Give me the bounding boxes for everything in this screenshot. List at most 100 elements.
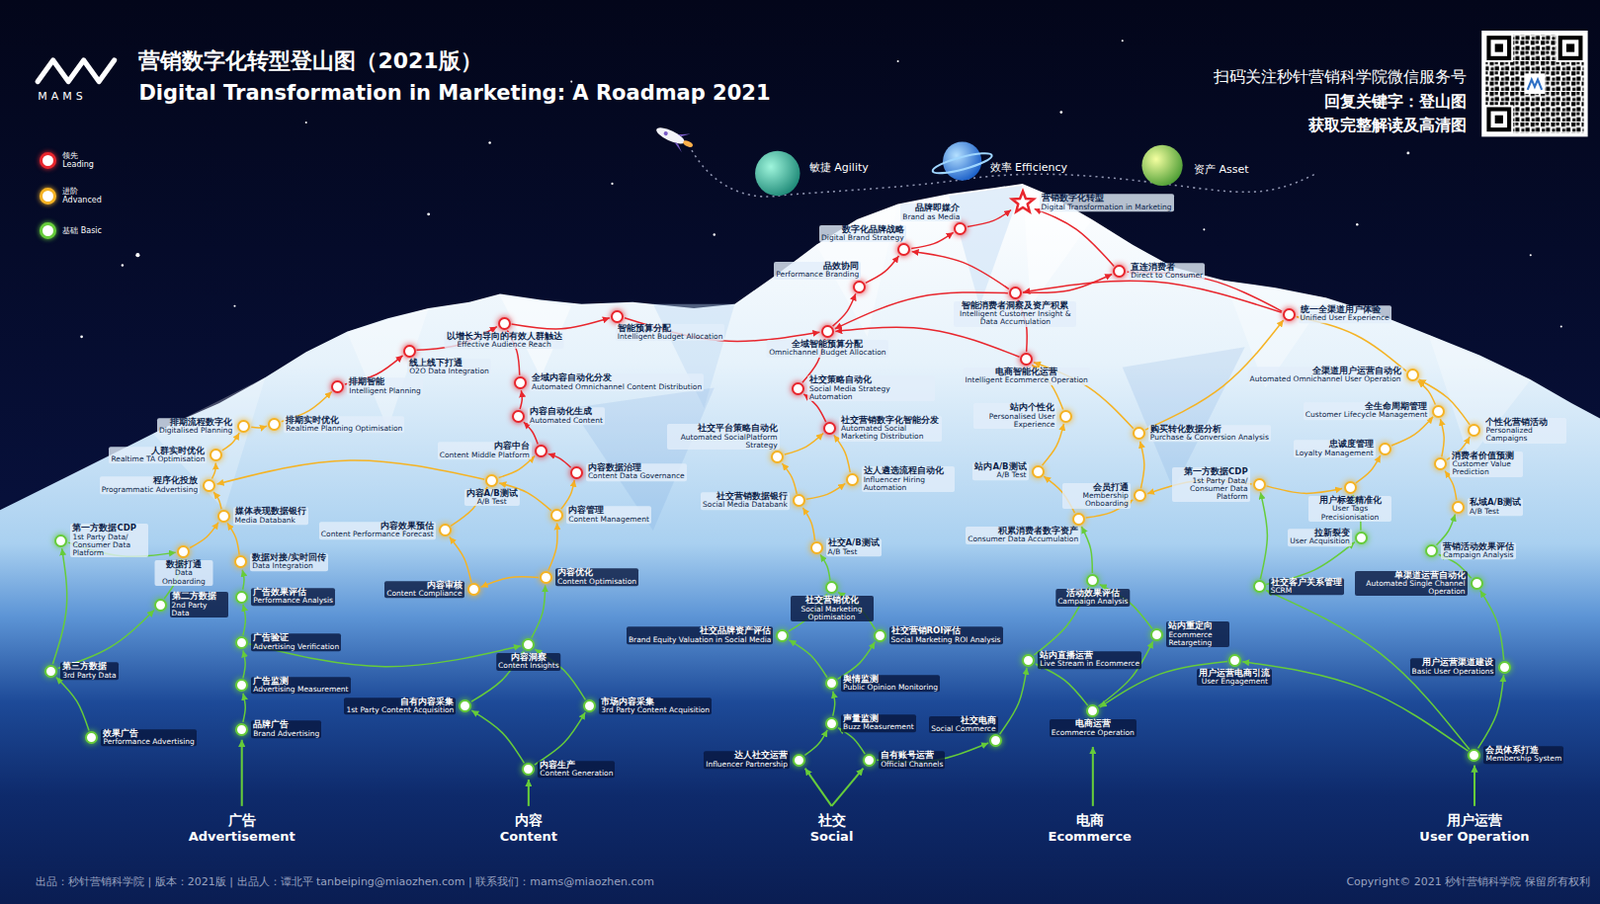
stage-name: 广告效果评估 [252, 588, 334, 597]
node-label: 活动效果评估Campaign Analysis [1055, 589, 1130, 607]
stage-name-en: Intelligent Customer Insight & Data Accu… [955, 310, 1075, 328]
logo-text: MAMS [37, 89, 87, 103]
goal-star: 营销数字化转型Digital Transformation in Marketi… [1010, 190, 1035, 215]
star-dot [233, 305, 236, 308]
stage-circle: 内容洞察Content Insights [521, 638, 535, 652]
stage-circle: 社交营销数据银行Social Media Databank [792, 494, 806, 507]
pillar-arrow [527, 779, 530, 807]
node-label: 社交A/B测试A/B Test [826, 539, 882, 558]
stage-circle: 积累消费者数字资产Consumer Data Accumulation [1072, 512, 1086, 526]
stage-name-en: Effective Audience Reach [446, 340, 563, 349]
stage-circle: 内容优化Content Optimisation [539, 571, 553, 585]
stage-name-en: Social Commerce [930, 725, 996, 734]
stage-circle: 程序化投放Programmatic Advertising [202, 479, 216, 493]
stage-name-en: Social Media Databank [702, 502, 788, 510]
pillar-arrow [241, 740, 244, 807]
flow-arrow [251, 425, 267, 428]
stage-circle: 统一全渠道用户体验Unified User Experience [1282, 308, 1296, 322]
stage-circle: 社交营销优化Social Marketing Optimisation [825, 581, 839, 594]
orbit-path [688, 145, 1317, 197]
node-label: 社交营销ROI评估Social Marketing ROI Analysis [889, 626, 1004, 645]
stage-name-en: Influencer Hiring Automation [863, 476, 953, 494]
node-label: 品牌即媒介Brand as Media [900, 203, 962, 222]
stage-circle: 营销活动效果评估Campaign Analysis [1425, 544, 1438, 558]
stage-circle: 自有内容采集1st Party Content Acquisition [458, 699, 472, 713]
stage-name-en: 1st Party Data/ Consumer Data Platform [1174, 477, 1249, 503]
stage-name: 营销数字化转型 [1041, 194, 1173, 204]
qr-note: 扫码关注秒针营销科学院微信服务号 [1213, 67, 1467, 86]
node-label: 全域内容自动化分发Automated Omnichannel Content D… [529, 373, 704, 392]
label-slot: 社交 [818, 812, 846, 830]
stage-name-en: Content Compliance [386, 589, 462, 598]
label-slot: 回复关键字：登山图 [1324, 91, 1467, 111]
star-dot [1202, 228, 1205, 231]
node-label: 排期智能Intelligent Planning [346, 378, 423, 397]
stage-name-en: Brand Equity Valuation in Social Media [628, 636, 772, 645]
stage-name: 数据打通 [156, 560, 211, 570]
node-label: 第三方数据3rd Party Data [60, 663, 118, 681]
node-label: 用户运营电商引流User Engagement [1196, 669, 1272, 687]
star-dot [426, 212, 430, 216]
stage-name-en: Content Generation [539, 769, 613, 778]
star-dot [713, 233, 716, 236]
stage-circle: 品牌即媒介Brand as Media [953, 222, 967, 236]
stage-name-en: A/B Test [974, 472, 1026, 481]
stage-name: 排期实时优化 [285, 416, 403, 425]
flow-arrow [189, 522, 219, 549]
flow-arrow [838, 642, 876, 680]
node-label: 全渠道用户运营自动化Automated Omnichannel User Ope… [1248, 366, 1404, 385]
node-label: 数据对接/实时回传Data Integration [250, 553, 329, 572]
star-dot [1529, 253, 1532, 256]
flow-arrow [1140, 441, 1145, 490]
node-label: 第二方数据2nd Party Data [169, 591, 229, 618]
legend-swatch [39, 222, 57, 240]
stage-name-en: Campaign Analysis [1442, 551, 1515, 560]
stage-circle: 人群实时优化Realtime TA Optimisation [209, 448, 223, 462]
stage-name-en: Buzz Measurement [842, 724, 915, 733]
stage-circle: 第二方数据2nd Party Data [154, 598, 168, 612]
stage-name-en: Performance Advertising [102, 738, 194, 747]
stage-name-en: Digitalised Planning [159, 426, 233, 435]
star-dot [488, 141, 491, 144]
stage-name-en: Content Optimisation [557, 578, 637, 587]
stage-circle: 媒体表现数据银行Media Databank [217, 509, 231, 523]
stage-name-en: Automated Single Channel Operation [1356, 580, 1466, 597]
planet-ring [930, 149, 994, 177]
stage-name-en: Content Middle Platform [439, 451, 530, 460]
stage-name: 达人社交运营 [705, 751, 788, 760]
stage-circle: 以增长为导向的有效人群触达Effective Audience Reach [498, 317, 511, 331]
flow-arrow [222, 432, 240, 451]
stage-name: 内容A/B测试 [466, 489, 518, 499]
legend-row: 进阶 Advanced [39, 186, 102, 205]
flow-arrow [58, 609, 155, 669]
node-label: 单渠道运营自动化Automated Single Channel Operati… [1354, 571, 1468, 597]
stage-circle: 直连消费者Direct to Consumer [1112, 264, 1126, 278]
flow-arrow [1418, 381, 1436, 406]
planet-label: 资产 Asset [1193, 163, 1250, 176]
label-slot: Content [500, 829, 558, 845]
node-label: 拉新裂变User Acquisition [1287, 528, 1352, 547]
star-dot [80, 335, 84, 338]
node-label: 社交策略自动化Social Media Strategy Automation [807, 375, 935, 402]
flow-arrow [242, 570, 245, 590]
star-dot [1121, 39, 1124, 42]
flow-arrow [471, 710, 524, 763]
qr-finder [1486, 35, 1512, 61]
stage-circle: 忠诚度管理Loyalty Management [1378, 442, 1392, 456]
stage-circle: 内容生产Content Generation [521, 762, 535, 776]
stage-name: 社交策略自动化 [809, 375, 933, 385]
stage-name: 达人遴选流程自动化 [863, 466, 953, 476]
node-label: 社交营销优化Social Marketing Optimisation [790, 595, 874, 622]
stage-name-en: 2nd Party Data [171, 601, 227, 619]
label-slot: 用户运营 [1446, 812, 1503, 830]
node-label: 社交平台策略自动化Automated SocialPlatform Strate… [667, 423, 780, 450]
flow-arrow [804, 730, 828, 757]
stage-name: 全域智能预算分配 [768, 339, 886, 349]
stage-name: 人群实时优化 [110, 446, 205, 456]
node-label: 品牌广告Brand Advertising [251, 720, 322, 739]
stage-name-en: Public Opinion Monitoring [842, 683, 938, 692]
node-label: 营销活动效果评估Campaign Analysis [1440, 542, 1516, 561]
stage-circle: 排期实时优化Realtime Planning Optimisation [267, 418, 281, 431]
stage-name-en: Intelligent Planning [348, 387, 422, 396]
